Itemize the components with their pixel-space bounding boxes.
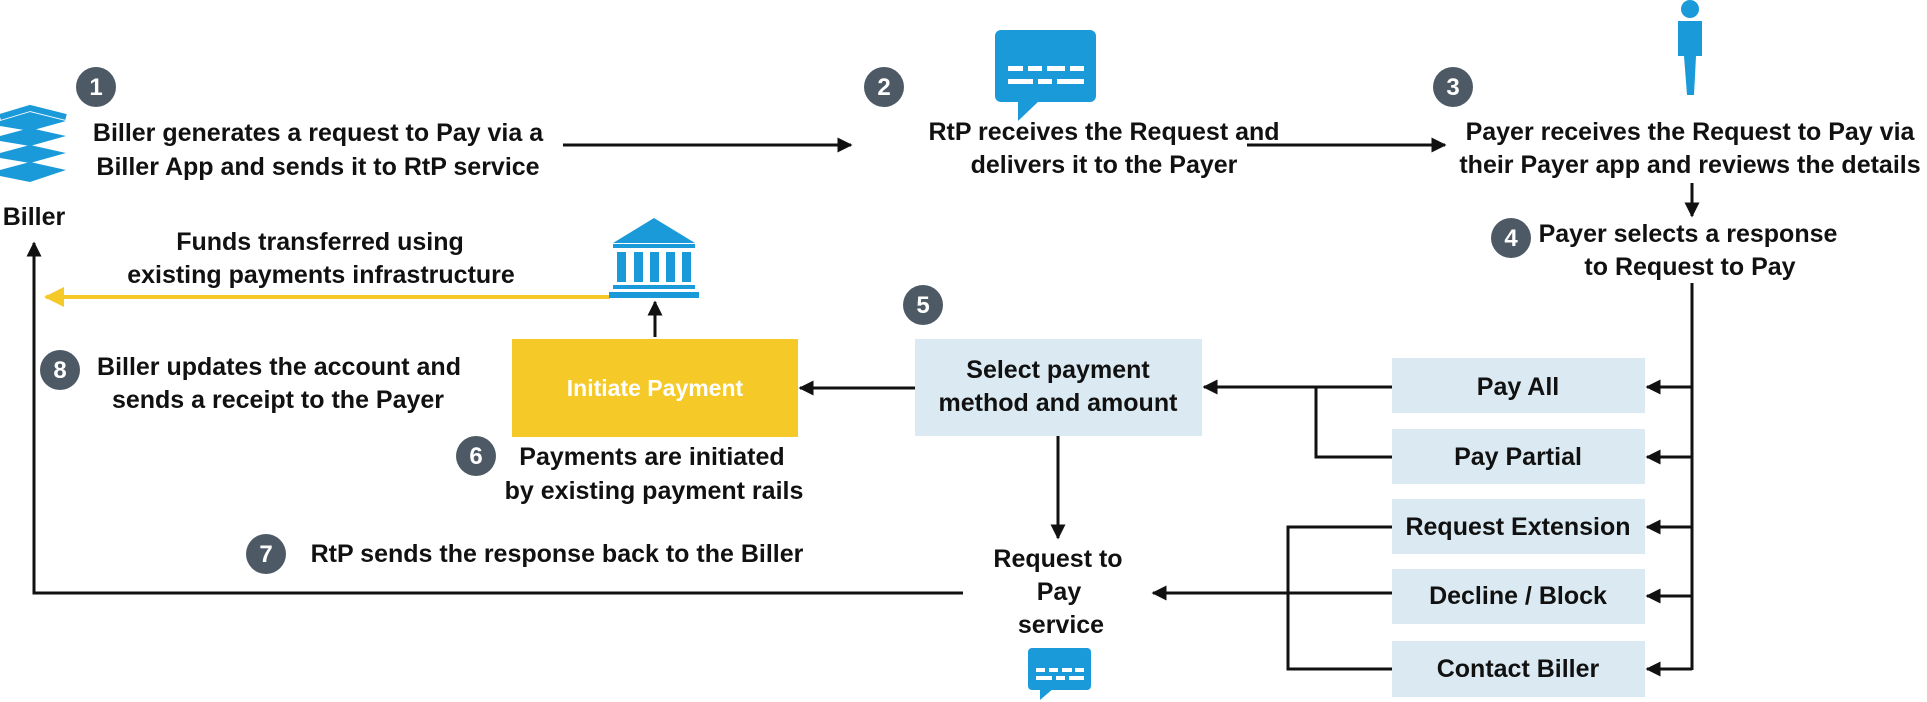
- line-pay-partial-left: [1314, 387, 1392, 459]
- step-badge-3: 3: [1433, 67, 1473, 107]
- option-pay-all: Pay All: [1392, 358, 1645, 413]
- funds-text: Funds transferred using: [176, 228, 464, 256]
- step-badge-5: 5: [903, 285, 943, 325]
- option-request-extension: Request Extension: [1392, 499, 1645, 554]
- svg-text:1: 1: [89, 74, 102, 101]
- option-label: Decline / Block: [1429, 582, 1607, 610]
- bank-icon: [609, 218, 699, 298]
- person-icon: [1678, 0, 1702, 95]
- step1-text: Biller generates a request to Pay via a: [93, 119, 544, 147]
- chat-bubble-icon: [995, 30, 1096, 121]
- rtp-service-label: service: [1018, 611, 1104, 639]
- stack-icon: [0, 104, 67, 182]
- chat-bubble-icon-small: [1028, 648, 1091, 700]
- step6-text: by existing payment rails: [505, 477, 804, 505]
- step3-text: their Payer app and reviews the details: [1459, 151, 1920, 179]
- step7-text: RtP sends the response back to the Bille…: [311, 540, 804, 568]
- rtp-service-label: Request to: [993, 545, 1122, 573]
- step4-text: Payer selects a response: [1539, 220, 1838, 248]
- option-label: Request Extension: [1405, 513, 1630, 541]
- svg-text:8: 8: [53, 357, 66, 384]
- funds-text: existing payments infrastructure: [127, 261, 515, 289]
- option-label: Contact Biller: [1437, 655, 1600, 683]
- select-payment-label: method and amount: [939, 389, 1179, 417]
- step-badge-2: 2: [864, 67, 904, 107]
- step2-text: RtP receives the Request and: [928, 118, 1279, 146]
- initiate-payment-label: Initiate Payment: [567, 375, 744, 401]
- option-contact-biller: Contact Biller: [1392, 641, 1645, 697]
- line-request-extension-left: [1286, 525, 1392, 671]
- step6-text: Payments are initiated: [519, 443, 784, 471]
- svg-text:6: 6: [469, 443, 482, 470]
- step-badge-1: 1: [76, 67, 116, 107]
- svg-text:2: 2: [877, 74, 890, 101]
- step8-text: sends a receipt to the Payer: [112, 386, 444, 414]
- step-badge-6: 6: [456, 436, 496, 476]
- arrow-rtp-back-to-biller: [26, 241, 963, 595]
- step2-text: delivers it to the Payer: [971, 151, 1238, 179]
- svg-text:4: 4: [1504, 225, 1518, 252]
- step-badge-7: 7: [246, 534, 286, 574]
- step4-text: to Request to Pay: [1584, 253, 1795, 281]
- connectors: [26, 137, 1700, 677]
- select-payment-label: Select payment: [966, 356, 1150, 384]
- rtp-service-label: Pay: [1037, 578, 1082, 606]
- svg-text:5: 5: [916, 292, 929, 319]
- option-label: Pay Partial: [1454, 443, 1582, 471]
- biller-label: Biller: [3, 203, 66, 231]
- step-badge-4: 4: [1491, 218, 1531, 258]
- option-decline-block: Decline / Block: [1392, 569, 1645, 624]
- step8-text: Biller updates the account and: [97, 353, 461, 381]
- step1-text: Biller App and sends it to RtP service: [96, 153, 539, 181]
- svg-text:3: 3: [1446, 74, 1459, 101]
- option-label: Pay All: [1477, 373, 1559, 401]
- initiate-payment-box: Initiate Payment: [512, 339, 798, 437]
- step3-text: Payer receives the Request to Pay via: [1466, 118, 1916, 146]
- select-payment-box: Select payment method and amount: [915, 339, 1202, 436]
- svg-text:7: 7: [259, 541, 272, 568]
- option-pay-partial: Pay Partial: [1392, 429, 1645, 484]
- step-badge-8: 8: [40, 350, 80, 390]
